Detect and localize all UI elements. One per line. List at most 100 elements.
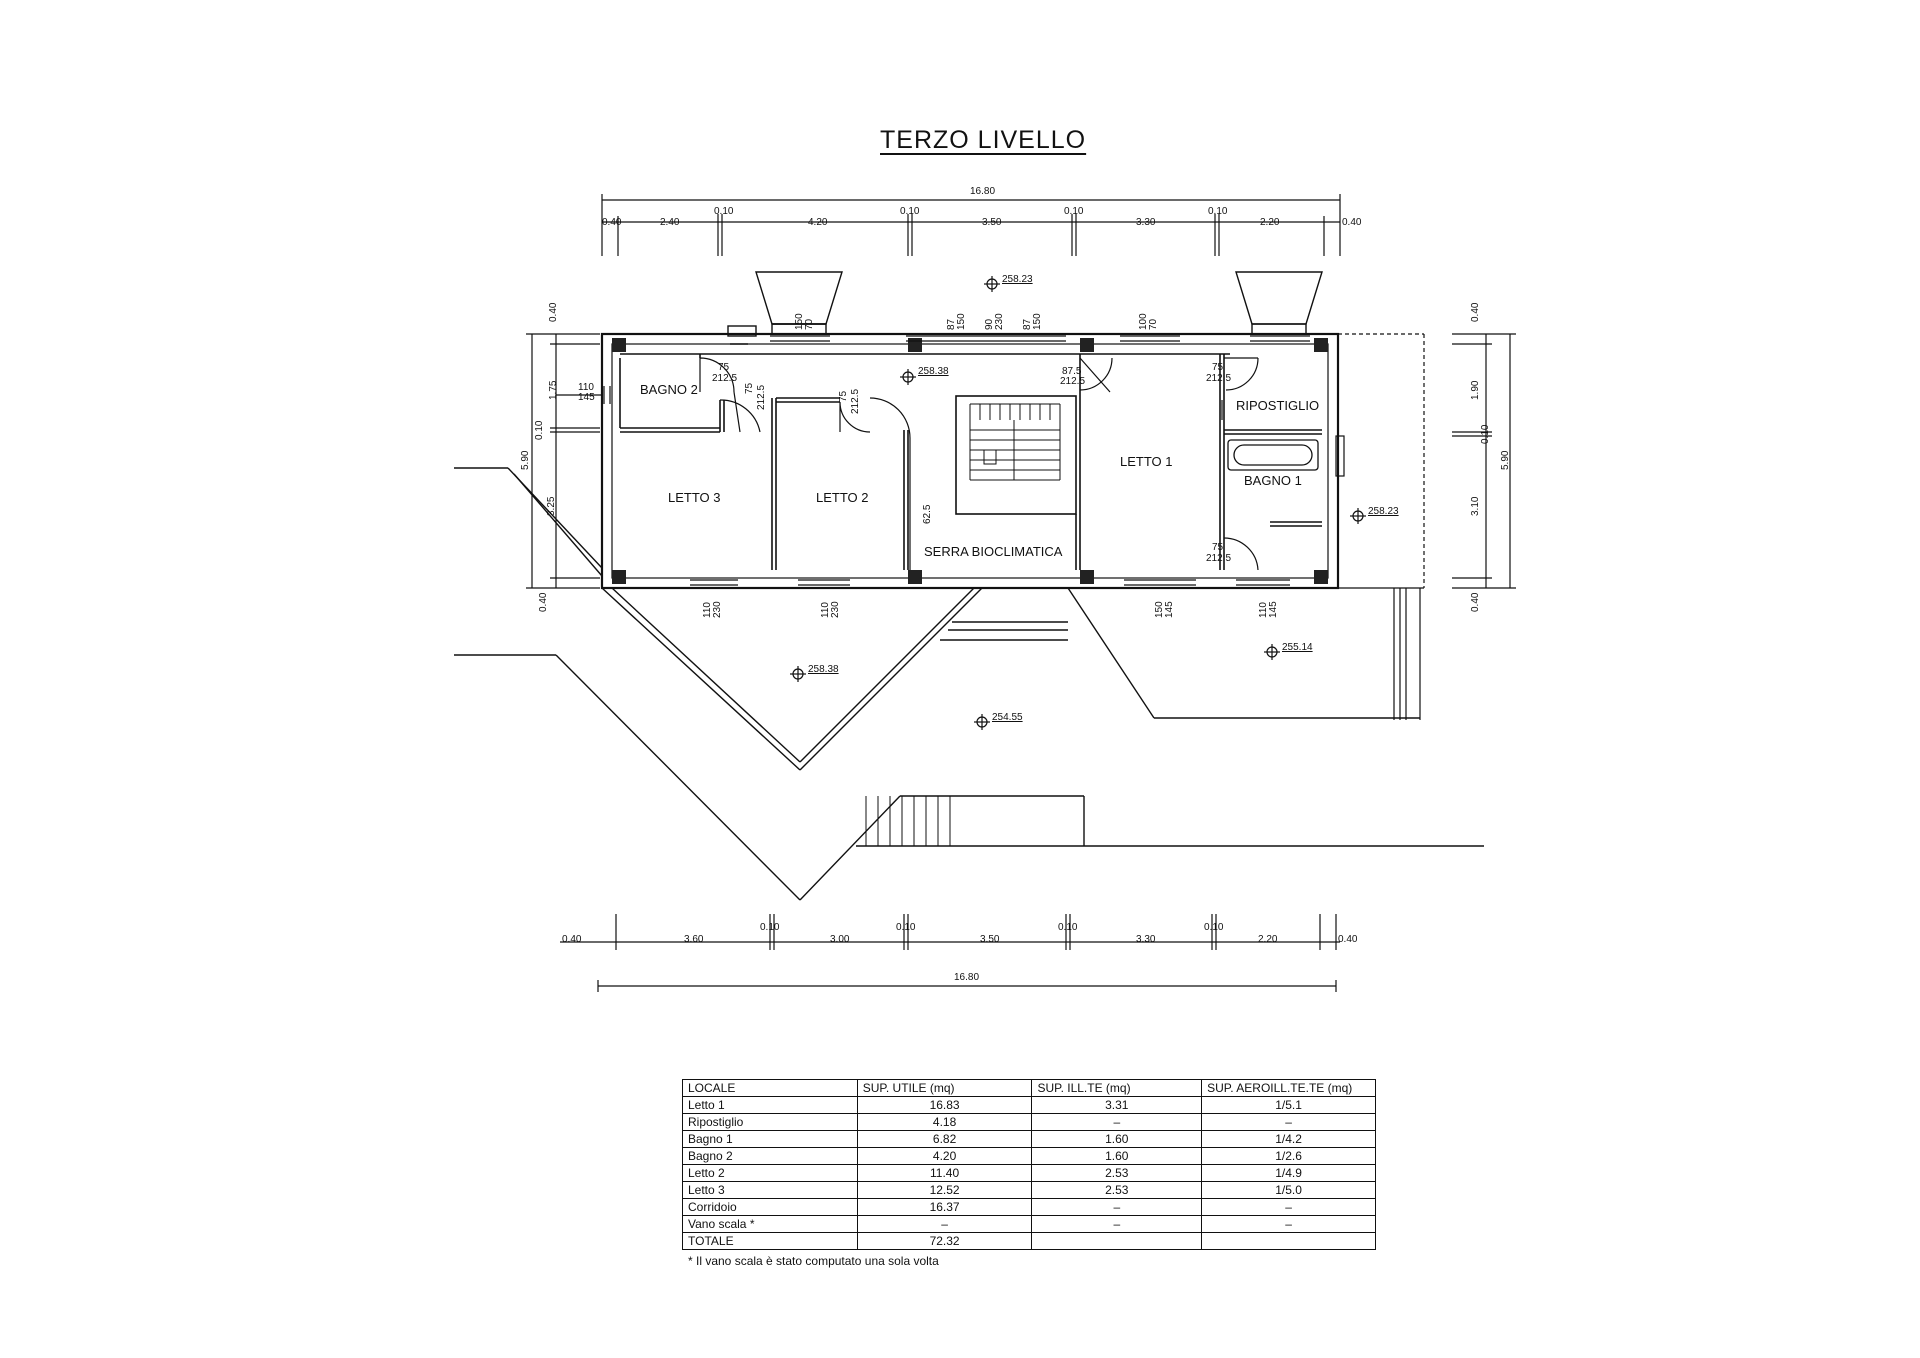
elevation-label: 255.14 xyxy=(1282,642,1313,653)
bathtub xyxy=(1227,439,1319,471)
bottom-dim-4: 2.20 xyxy=(1258,934,1278,945)
top-wall-3: 0.10 xyxy=(1208,206,1228,217)
table-cell: Letto 2 xyxy=(682,1164,858,1182)
top-dim-3: 3.50 xyxy=(982,217,1002,228)
elevation-label: 254.55 xyxy=(992,712,1023,723)
room-labels: BAGNO 2 LETTO 3 LETTO 2 SERRA BIOCLIMATI… xyxy=(640,382,1319,559)
table-cell: – xyxy=(1201,1215,1376,1233)
table-row: Bagno 2 4.20 1.60 1/2.6 xyxy=(682,1147,1376,1165)
table-cell: – xyxy=(1031,1215,1203,1233)
table-cell: 1/2.6 xyxy=(1201,1147,1376,1165)
table-cell: 1.60 xyxy=(1031,1147,1203,1165)
bottom-total-dim: 16.80 xyxy=(954,972,979,983)
serra-dimension: 62.5 xyxy=(922,504,933,524)
table-cell xyxy=(1031,1232,1203,1250)
door-width: 75 xyxy=(744,382,755,394)
left-total-dim: 5.90 xyxy=(520,450,531,470)
right-dimension-labels: 0.40 1.90 0.10 3.10 0.40 5.90 xyxy=(1470,302,1511,612)
elevation-markers xyxy=(790,276,1366,730)
table-footnote: * Il vano scala è stato computato una so… xyxy=(688,1254,939,1268)
table-header: SUP. AEROILL.TE.TE (mq) xyxy=(1201,1079,1376,1097)
opening-labels: 75 212.5 75 212.5 75 212.5 87.5 212.5 75… xyxy=(578,313,1279,618)
table-cell: Corridoio xyxy=(682,1198,858,1216)
door-width: 75 xyxy=(1212,362,1224,373)
table-cell: 72.32 xyxy=(856,1232,1033,1250)
room-ripostiglio: RIPOSTIGLIO xyxy=(1236,398,1319,413)
table-cell: Bagno 2 xyxy=(682,1147,858,1165)
top-dim-0: 0.40 xyxy=(602,217,622,228)
table-cell: 2.53 xyxy=(1031,1181,1203,1199)
window-height: 150 xyxy=(956,313,967,330)
table-cell: 4.20 xyxy=(856,1147,1033,1165)
top-total-dim: 16.80 xyxy=(970,186,995,197)
table-row: Corridoio 16.37 – – xyxy=(682,1198,1376,1216)
table-cell: Vano scala * xyxy=(682,1215,858,1233)
roof-funnels xyxy=(727,271,1323,345)
table-cell: 16.37 xyxy=(856,1198,1033,1216)
table-cell: 12.52 xyxy=(856,1181,1033,1199)
window-width: 150 xyxy=(1154,601,1165,618)
door-height: 212.5 xyxy=(712,373,737,384)
table-cell: 4.18 xyxy=(856,1113,1033,1131)
bottom-wall-0: 0.10 xyxy=(760,922,780,933)
door-height: 212.5 xyxy=(1206,553,1231,564)
window-width: 110 xyxy=(578,382,594,393)
elevation-label: 258.38 xyxy=(918,366,949,377)
window-width: 110 xyxy=(820,602,831,618)
door-swings xyxy=(699,357,1259,571)
table-total-row: TOTALE 72.32 xyxy=(682,1232,1376,1250)
window-width: 87 xyxy=(946,318,957,330)
door-height: 212.5 xyxy=(1060,376,1085,387)
bottom-dim-start: 0.40 xyxy=(562,934,582,945)
top-wall-2: 0.10 xyxy=(1064,206,1084,217)
surfaces-table: LOCALE SUP. UTILE (mq) SUP. ILL.TE (mq) … xyxy=(682,1079,1376,1250)
table-header-row: LOCALE SUP. UTILE (mq) SUP. ILL.TE (mq) … xyxy=(682,1079,1376,1097)
exterior-walls xyxy=(600,332,1340,590)
left-dimension-chain xyxy=(526,333,600,589)
door-width: 75 xyxy=(718,362,730,373)
window-width: 87 xyxy=(1022,318,1033,330)
table-cell: Ripostiglio xyxy=(682,1113,858,1131)
table-cell: Letto 1 xyxy=(682,1096,858,1114)
table-cell: 1/5.1 xyxy=(1201,1096,1376,1114)
table-cell: 2.53 xyxy=(1031,1164,1203,1182)
right-dim-0: 0.40 xyxy=(1470,302,1481,322)
room-bagno-1: BAGNO 1 xyxy=(1244,473,1302,488)
top-wall-1: 0.10 xyxy=(900,206,920,217)
door-height: 212.5 xyxy=(1206,373,1231,384)
table-row: Vano scala * – – – xyxy=(682,1215,1376,1233)
room-letto-1: LETTO 1 xyxy=(1120,454,1173,469)
window-height: 70 xyxy=(804,318,815,330)
door-height: 212.5 xyxy=(850,389,861,414)
table-cell: 1.60 xyxy=(1031,1130,1203,1148)
right-dim-1: 1.90 xyxy=(1470,380,1481,400)
table-row: Bagno 1 6.82 1.60 1/4.2 xyxy=(682,1130,1376,1148)
window-height: 230 xyxy=(830,601,841,618)
window-width: 110 xyxy=(1258,602,1269,618)
room-letto-2: LETTO 2 xyxy=(816,490,869,505)
right-terrace xyxy=(1335,333,1425,720)
window-width: 90 xyxy=(984,318,995,330)
table-cell xyxy=(1201,1232,1376,1250)
table-cell: 1/5.0 xyxy=(1201,1181,1376,1199)
table-header: SUP. UTILE (mq) xyxy=(856,1079,1033,1097)
table-cell: 16.83 xyxy=(856,1096,1033,1114)
top-dim-2: 4.20 xyxy=(808,217,828,228)
bottom-dim-0: 3.60 xyxy=(684,934,704,945)
top-dim-4: 3.30 xyxy=(1136,217,1156,228)
left-dimension-labels: 0.40 1.75 0.10 3.25 0.40 5.90 xyxy=(520,302,559,612)
interior-walls xyxy=(619,353,1322,570)
bottom-dim-1: 3.00 xyxy=(830,934,850,945)
table-cell: – xyxy=(1031,1198,1203,1216)
table-row: Letto 3 12.52 2.53 1/5.0 xyxy=(682,1181,1376,1199)
table-cell: 11.40 xyxy=(856,1164,1033,1182)
table-header: SUP. ILL.TE (mq) xyxy=(1031,1079,1203,1097)
right-dim-4: 0.40 xyxy=(1470,592,1481,612)
table-cell: – xyxy=(856,1215,1033,1233)
right-total-dim: 5.90 xyxy=(1500,450,1511,470)
right-dimension-chain xyxy=(1452,333,1516,589)
table-cell: 3.31 xyxy=(1031,1096,1203,1114)
top-wall-0: 0.10 xyxy=(714,206,734,217)
elevation-label: 258.23 xyxy=(1002,274,1033,285)
bottom-wall-2: 0.10 xyxy=(1058,922,1078,933)
